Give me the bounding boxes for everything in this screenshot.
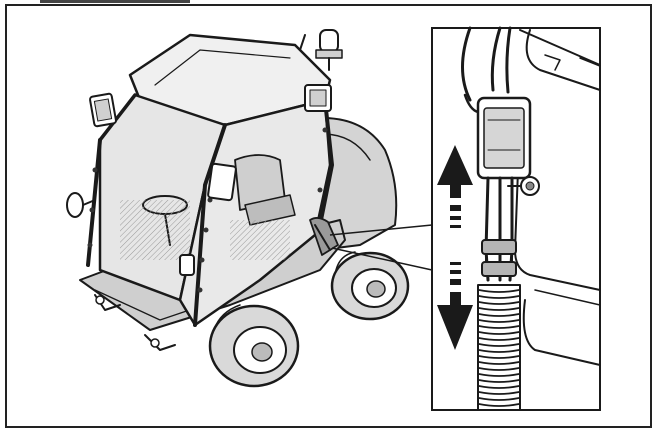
conduit-rib xyxy=(478,403,520,407)
conduit-rib xyxy=(478,337,520,341)
door-handle-icon xyxy=(179,254,195,276)
work-light-right-icon xyxy=(304,84,332,112)
mirror-right-icon xyxy=(207,162,237,202)
header-remnant xyxy=(40,0,190,3)
conduit-rib xyxy=(478,301,520,305)
conduit-rib xyxy=(478,373,520,377)
conduit-rib xyxy=(478,349,520,353)
conduit-rib xyxy=(478,325,520,329)
conduit-rib xyxy=(478,313,520,317)
conduit-rib xyxy=(478,361,520,365)
vehicle-illustration xyxy=(66,29,410,388)
conduit-rib xyxy=(478,391,520,395)
cable-upper-left xyxy=(461,26,472,102)
cable-coupler-icon xyxy=(481,239,517,277)
conduit-rib xyxy=(478,307,520,311)
work-light-left-icon xyxy=(89,92,117,128)
corrugated-conduit xyxy=(477,284,521,411)
connector-box-icon xyxy=(476,96,532,180)
conduit-rib xyxy=(478,367,520,371)
conduit-rib xyxy=(478,289,520,293)
conduit-rib xyxy=(478,343,520,347)
conduit-rib xyxy=(478,355,520,359)
beacon-light-icon xyxy=(315,29,343,71)
operator-seat xyxy=(234,154,286,211)
conduit-rib xyxy=(478,379,520,383)
mounting-bolt-icon xyxy=(507,176,540,196)
conduit-rib xyxy=(478,319,520,323)
detail-inset xyxy=(431,26,601,411)
mirror-left-icon xyxy=(66,192,96,218)
leader-lines xyxy=(329,224,433,271)
conduit-ribs xyxy=(478,289,520,407)
conduit-rib xyxy=(478,295,520,299)
conduit-rib xyxy=(478,385,520,389)
up-down-arrow-icon xyxy=(437,145,473,350)
conduit-rib xyxy=(478,397,520,401)
conduit-rib xyxy=(478,331,520,335)
